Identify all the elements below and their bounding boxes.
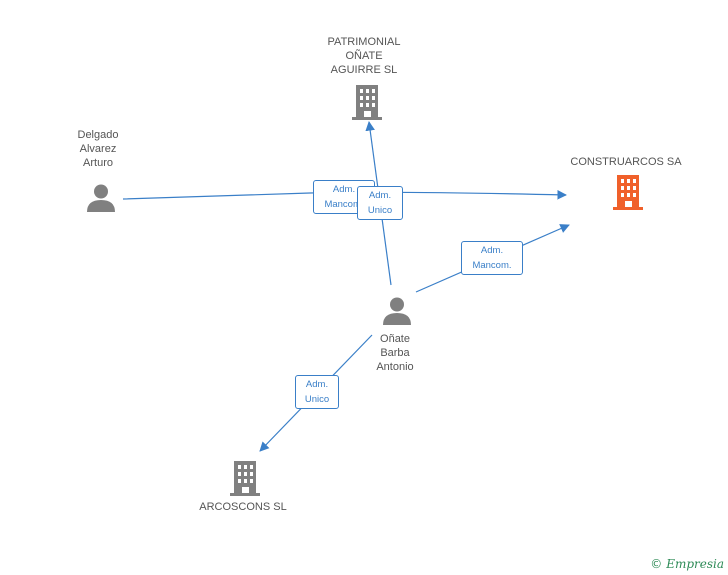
brand-watermark: ©Empresia <box>650 557 724 571</box>
edge-label-onate-arcoscons[interactable]: Adm. Unico <box>295 375 339 409</box>
building-icon[interactable] <box>229 460 261 496</box>
node-label-patrimonial: PATRIMONIAL OÑATE AGUIRRE SL <box>327 36 401 76</box>
building-icon[interactable] <box>351 84 383 120</box>
copyright-icon: © <box>650 557 663 571</box>
edge-label-onate-patrimonial[interactable]: Adm. Unico <box>357 186 403 220</box>
building-icon[interactable] <box>612 174 644 210</box>
node-label-onate: Oñate Barba Antonio <box>376 333 414 373</box>
node-label-arcoscons: ARCOSCONS SL <box>199 501 287 513</box>
person-icon[interactable] <box>86 183 116 213</box>
node-label-delgado: Delgado Alvarez Arturo <box>77 129 119 169</box>
node-label-construarcos: CONSTRUARCOS SA <box>570 156 682 168</box>
edge-label-onate-construarcos[interactable]: Adm. Mancom. <box>461 241 523 275</box>
person-icon[interactable] <box>382 296 412 326</box>
brand-logo: Empresia <box>666 557 724 571</box>
